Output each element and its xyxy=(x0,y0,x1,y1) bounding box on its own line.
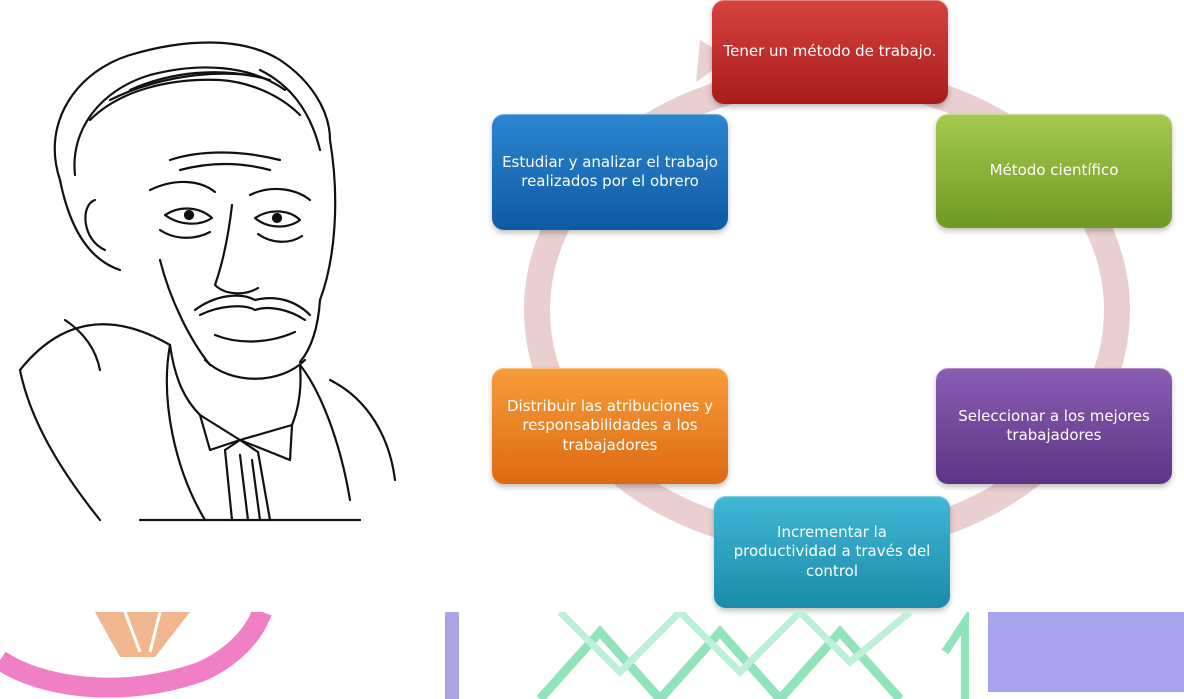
node-label: Seleccionar a los mejores trabajadores xyxy=(958,406,1150,445)
portrait-illustration xyxy=(18,41,397,522)
node-label: Método científico xyxy=(989,161,1119,180)
node-seleccionar: Seleccionar a los mejores trabajadores xyxy=(936,368,1172,484)
node-label: Estudiar y analizar el trabajo realizado… xyxy=(502,152,718,191)
node-distribuir: Distribuir las atribuciones y responsabi… xyxy=(492,368,728,484)
node-incrementar: Incrementar la productividad a través de… xyxy=(714,496,950,608)
node-metodo-cientifico: Método científico xyxy=(936,114,1172,228)
node-label: Tener un método de trabajo. xyxy=(723,42,937,61)
node-estudiar: Estudiar y analizar el trabajo realizado… xyxy=(492,114,728,230)
cycle-diagram: Tener un método de trabajo. Método cient… xyxy=(470,0,1184,612)
decorative-strip xyxy=(0,612,1184,699)
node-label: Incrementar la productividad a través de… xyxy=(733,522,931,580)
node-tener-metodo: Tener un método de trabajo. xyxy=(712,0,948,104)
node-label: Distribuir las atribuciones y responsabi… xyxy=(506,396,714,454)
